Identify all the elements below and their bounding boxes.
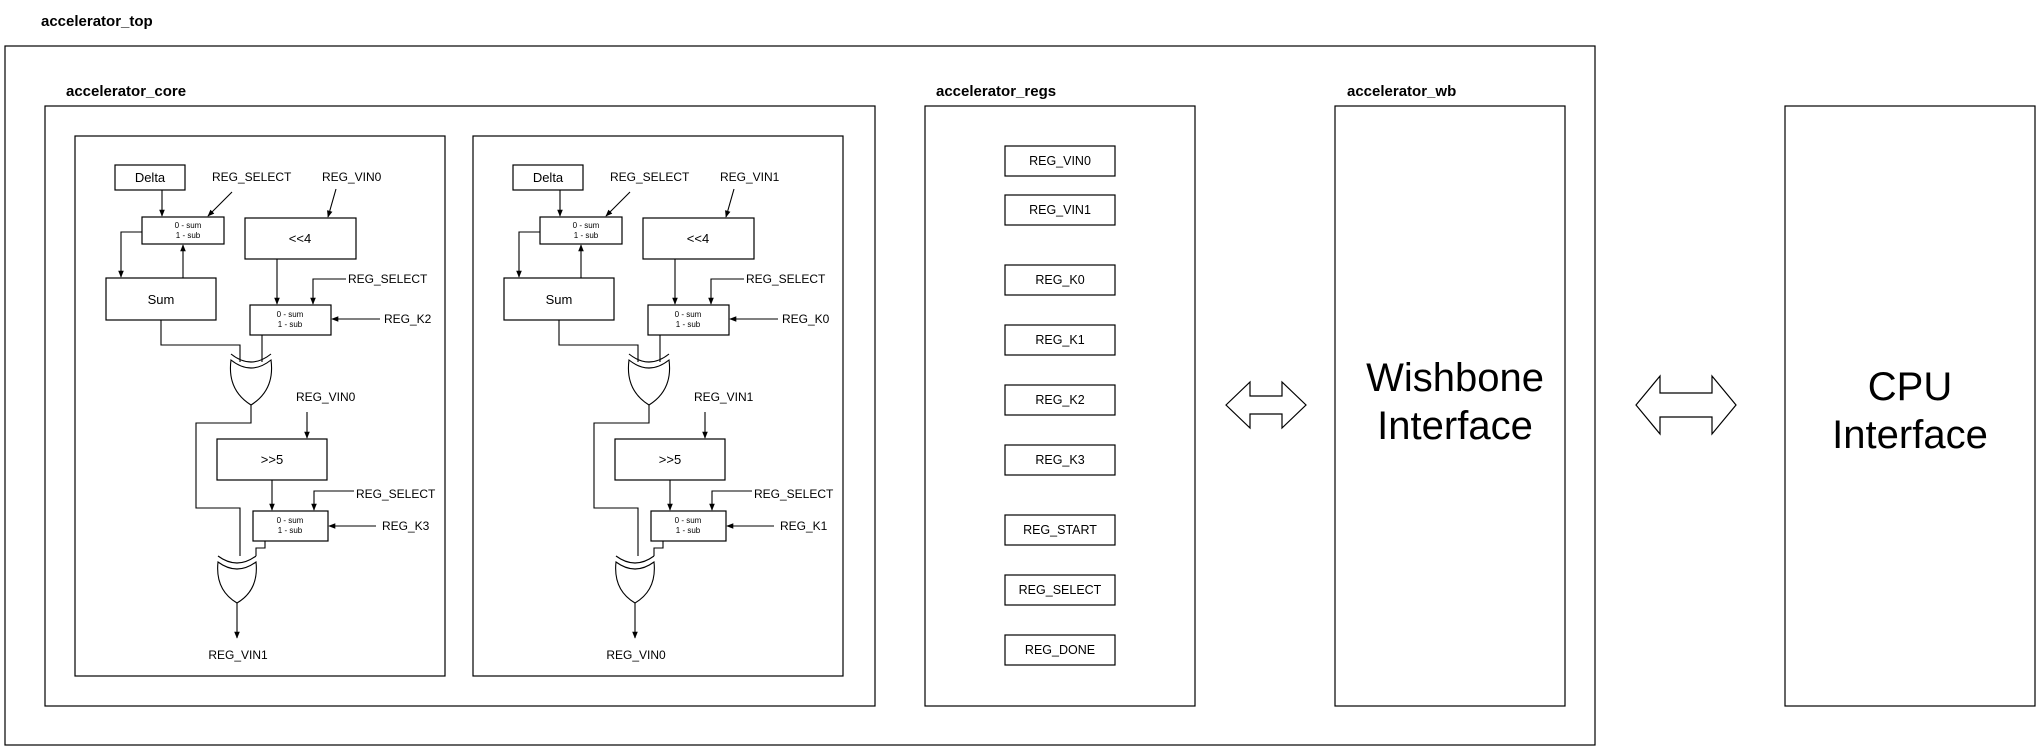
register-box bbox=[1004, 194, 1116, 226]
output-label: REG_VIN0 bbox=[606, 648, 666, 662]
top-title: accelerator_top bbox=[41, 13, 153, 30]
mux-sum-label: 0 - sum bbox=[675, 310, 702, 319]
register-box bbox=[1004, 444, 1116, 476]
cpu-label: CPU bbox=[1868, 365, 1952, 409]
mux-sum-label: 0 - sum bbox=[675, 516, 702, 525]
delta-label: Delta bbox=[533, 170, 564, 185]
mux-sub-label: 1 - sub bbox=[676, 320, 701, 329]
wishbone-label: Wishbone bbox=[1366, 356, 1544, 400]
mux-sum-label: 0 - sum bbox=[573, 221, 600, 230]
sum-label: Sum bbox=[148, 292, 175, 307]
cpu-interface-label: Interface bbox=[1832, 413, 1988, 457]
key-label: REG_K2 bbox=[384, 312, 432, 326]
wishbone-interface-label: Interface bbox=[1377, 404, 1533, 448]
mux-sub-label: 1 - sub bbox=[278, 320, 303, 329]
accelerator-wb-frame bbox=[1334, 105, 1566, 707]
register-label: REG_VIN1 bbox=[1029, 203, 1091, 217]
output-label: REG_VIN1 bbox=[208, 648, 268, 662]
register-label: REG_K0 bbox=[1035, 273, 1084, 287]
mux-sub-label: 1 - sub bbox=[676, 526, 701, 535]
mux-sum-label: 0 - sum bbox=[175, 221, 202, 230]
register-label: REG_K3 bbox=[1035, 453, 1084, 467]
sum-label: Sum bbox=[546, 292, 573, 307]
select-label: REG_SELECT bbox=[746, 272, 826, 286]
key-label: REG_K0 bbox=[782, 312, 830, 326]
shift-right-label: >>5 bbox=[261, 452, 283, 467]
delta-label: Delta bbox=[135, 170, 166, 185]
register-label: REG_SELECT bbox=[1019, 583, 1102, 597]
shift-right-label: >>5 bbox=[659, 452, 681, 467]
register-box bbox=[1004, 145, 1116, 177]
key-label: REG_K1 bbox=[780, 519, 828, 533]
shift-left-label: <<4 bbox=[289, 231, 311, 246]
register-label: REG_VIN0 bbox=[1029, 154, 1091, 168]
core-unit-1: Delta 0 - sum 1 - sub REG_SELECT REG_VIN… bbox=[472, 135, 844, 677]
regs-title: accelerator_regs bbox=[936, 83, 1056, 100]
vin-mid-label: REG_VIN0 bbox=[296, 390, 356, 404]
register-box bbox=[1004, 264, 1116, 296]
select-label: REG_SELECT bbox=[754, 487, 834, 501]
key-label: REG_K3 bbox=[382, 519, 430, 533]
vin-input-label: REG_VIN0 bbox=[322, 170, 382, 184]
vin-input-label: REG_VIN1 bbox=[720, 170, 780, 184]
register-label: REG_K2 bbox=[1035, 393, 1084, 407]
register-label: REG_START bbox=[1023, 523, 1097, 537]
register-box bbox=[1004, 634, 1116, 666]
core-unit-frame bbox=[472, 135, 844, 677]
core-unit-frame bbox=[74, 135, 446, 677]
core-unit-0: Delta 0 - sum 1 - sub REG_SELECT REG_VIN… bbox=[74, 135, 446, 677]
register-box bbox=[1004, 514, 1116, 546]
select-label: REG_SELECT bbox=[212, 170, 292, 184]
shift-left-label: <<4 bbox=[687, 231, 709, 246]
mux-sum-label: 0 - sum bbox=[277, 310, 304, 319]
mux-sum-label: 0 - sum bbox=[277, 516, 304, 525]
bidirectional-arrow-icon bbox=[1635, 374, 1737, 436]
select-label: REG_SELECT bbox=[610, 170, 690, 184]
bidirectional-arrow-icon bbox=[1225, 380, 1307, 430]
register-box bbox=[1004, 384, 1116, 416]
select-label: REG_SELECT bbox=[348, 272, 428, 286]
select-label: REG_SELECT bbox=[356, 487, 436, 501]
vin-mid-label: REG_VIN1 bbox=[694, 390, 754, 404]
core-title: accelerator_core bbox=[66, 83, 186, 100]
register-label: REG_K1 bbox=[1035, 333, 1084, 347]
register-label: REG_DONE bbox=[1025, 643, 1095, 657]
cpu-interface-frame bbox=[1784, 105, 2036, 707]
mux-sub-label: 1 - sub bbox=[574, 231, 599, 240]
wb-title: accelerator_wb bbox=[1347, 83, 1456, 100]
mux-sub-label: 1 - sub bbox=[176, 231, 201, 240]
mux-sub-label: 1 - sub bbox=[278, 526, 303, 535]
register-box bbox=[1004, 324, 1116, 356]
register-list: REG_VIN0 REG_VIN1 REG_K0 REG_K1 REG_K2 R… bbox=[1004, 145, 1116, 666]
register-box bbox=[1004, 574, 1116, 606]
